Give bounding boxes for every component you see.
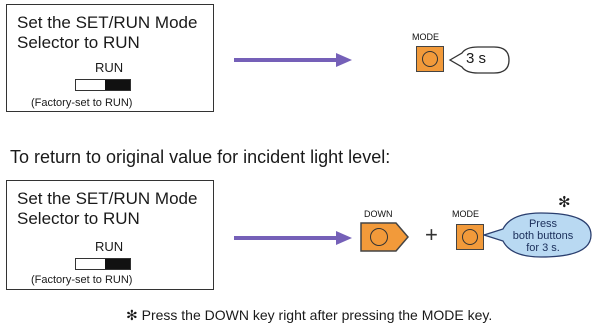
press-both-callout: Press both buttons for 3 s.	[481, 207, 595, 261]
instruction-text: Set the SET/RUN Mode Selector to RUN	[17, 13, 197, 53]
circle-icon	[462, 229, 478, 245]
switch-knob	[105, 80, 130, 90]
section-heading: To return to original value for incident…	[10, 147, 391, 167]
instruction-panel-bottom: Set the SET/RUN Mode Selector to RUN RUN…	[6, 180, 214, 290]
callout-line-2: both buttons	[512, 230, 574, 242]
down-key	[360, 222, 410, 252]
circle-icon	[422, 51, 438, 67]
mode-key-label: MODE	[452, 209, 479, 219]
hold-time-callout: 3 s	[448, 46, 510, 74]
instruction-line-1: Set the SET/RUN Mode	[17, 189, 198, 208]
instruction-line-2: Selector to RUN	[17, 209, 140, 228]
instruction-line-2: Selector to RUN	[17, 33, 140, 52]
callout-line-1: Press	[528, 218, 558, 230]
factory-note: (Factory-set to RUN)	[31, 97, 133, 109]
mode-key	[456, 224, 484, 250]
circle-icon	[370, 228, 388, 246]
callout-text: Press both buttons for 3 s.	[511, 218, 575, 254]
instruction-text: Set the SET/RUN Mode Selector to RUN	[17, 189, 197, 229]
instruction-panel-top: Set the SET/RUN Mode Selector to RUN RUN…	[6, 4, 214, 112]
flow-arrow-bottom	[234, 231, 352, 245]
plus-sign: +	[425, 222, 438, 247]
callout-line-3: for 3 s.	[526, 242, 560, 254]
asterisk-mark: ✻	[558, 194, 571, 211]
mode-selector-switch	[75, 258, 131, 270]
callout-bubble-shape	[481, 212, 592, 258]
mode-key-label: MODE	[412, 32, 439, 42]
down-key-label: DOWN	[364, 209, 393, 219]
flow-arrow-top	[234, 53, 352, 67]
selector-run-label: RUN	[95, 239, 124, 254]
hold-time-text: 3 s	[466, 50, 487, 67]
selector-run-label: RUN	[95, 60, 124, 75]
switch-knob	[105, 259, 130, 269]
callout-shape	[448, 46, 510, 74]
instruction-line-1: Set the SET/RUN Mode	[17, 13, 198, 32]
mode-key	[416, 46, 444, 72]
footnote: ✻ Press the DOWN key right after pressin…	[126, 307, 493, 323]
mode-selector-switch	[75, 79, 131, 91]
factory-note: (Factory-set to RUN)	[31, 274, 133, 286]
